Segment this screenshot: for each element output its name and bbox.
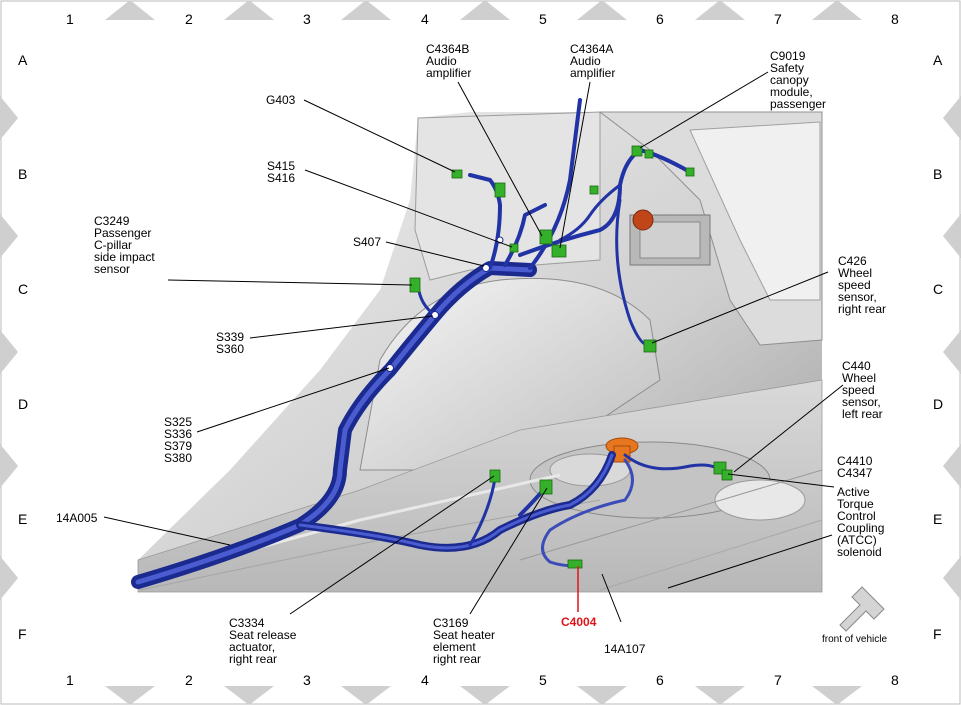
label-c3169: C3169 Seat heater element right rear — [433, 616, 496, 666]
grid-col-6-bottom: 6 — [656, 672, 664, 688]
label-14a005: 14A005 — [56, 511, 98, 525]
label-s407: S407 — [353, 235, 382, 249]
grid-row-c-left: C — [18, 281, 29, 297]
label-atcc-solenoid: Active Torque Control Coupling (ATCC) so… — [837, 485, 885, 559]
grid-row-e-left: E — [18, 511, 28, 527]
grid-row-d-left: D — [18, 396, 29, 412]
label-14a107: 14A107 — [604, 642, 646, 656]
connector-c9019-b — [644, 149, 654, 159]
grid-col-8-top: 8 — [891, 11, 899, 27]
connector-s415 — [509, 243, 519, 253]
label-c4364a: C4364A Audio amplifier — [570, 42, 616, 80]
front-of-vehicle-arrow — [839, 586, 885, 632]
grid-col-2-top: 2 — [185, 11, 193, 27]
connector-c4364a — [551, 244, 567, 258]
grid-col-3-bottom: 3 — [303, 672, 311, 688]
grid-col-1-bottom: 1 — [66, 672, 74, 688]
label-c440: C440 Wheel speed sensor, left rear — [842, 359, 883, 421]
label-s415-s416: S415 S416 — [267, 159, 296, 185]
connector-top-right — [685, 167, 695, 177]
connector-c9019 — [631, 145, 643, 157]
label-c3249: C3249 Passenger C-pillar side impact sen… — [94, 214, 155, 276]
connector-c4364b — [539, 229, 553, 245]
grid-col-6-top: 6 — [656, 11, 664, 27]
grid-col-8-bottom: 8 — [891, 672, 899, 688]
connector-g403 — [451, 169, 463, 179]
connector-c4004 — [567, 559, 583, 569]
connector-c3169 — [539, 479, 553, 495]
label-s325-group: S325 S336 S379 S380 — [164, 415, 193, 465]
grid-col-2-bottom: 2 — [185, 672, 193, 688]
grid-row-d-right: D — [933, 396, 944, 412]
label-front-of-vehicle: front of vehicle — [822, 634, 888, 645]
grid-col-4-bottom: 4 — [421, 672, 429, 688]
label-c9019: C9019 Safety canopy module, passenger — [770, 49, 827, 111]
connector-c4410 — [721, 469, 733, 481]
grid-col-4-top: 4 — [421, 11, 429, 27]
label-c4004: C4004 — [561, 615, 597, 629]
connector-c3334 — [489, 469, 501, 483]
label-c3334: C3334 Seat release actuator, right rear — [229, 616, 297, 666]
connector-block — [494, 182, 506, 198]
grid-row-a-left: A — [18, 52, 28, 68]
grid-row-e-right: E — [933, 511, 943, 527]
label-g403: G403 — [266, 93, 296, 107]
label-c4410-c4347: C4410 C4347 — [837, 454, 873, 480]
grid-col-1-top: 1 — [66, 11, 74, 27]
grid-row-b-left: B — [18, 166, 28, 182]
grid-col-3-top: 3 — [303, 11, 311, 27]
grid-col-7-bottom: 7 — [774, 672, 782, 688]
splice-markers — [386, 236, 504, 372]
grid-col-7-top: 7 — [774, 11, 782, 27]
connector-side — [589, 185, 599, 195]
grid-row-a-right: A — [933, 52, 943, 68]
label-c426: C426 Wheel speed sensor, right rear — [838, 254, 887, 316]
grid-row-b-right: B — [933, 166, 943, 182]
grid-row-c-right: C — [933, 281, 944, 297]
grid-col-5-top: 5 — [539, 11, 547, 27]
leader-lines — [103, 71, 844, 623]
label-s339-s360: S339 S360 — [216, 330, 245, 356]
grid-row-f-right: F — [933, 626, 942, 642]
wiring-harness — [131, 98, 727, 589]
label-c4364b: C4364B Audio amplifier — [426, 42, 472, 80]
grid-row-f-left: F — [18, 626, 27, 642]
grid-col-5-bottom: 5 — [539, 672, 547, 688]
